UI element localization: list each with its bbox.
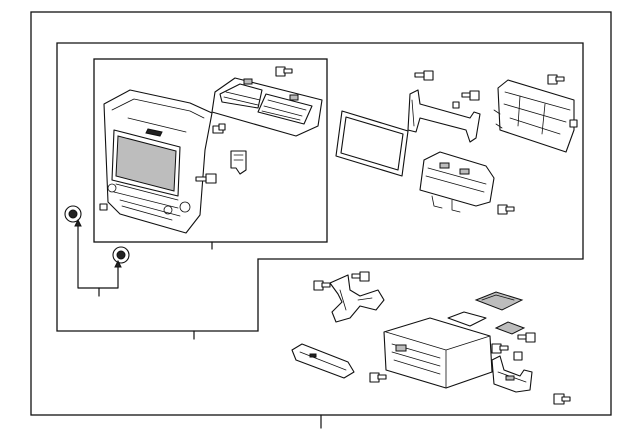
mounting-bracket-left [329,274,385,323]
display-screen [335,110,409,177]
control-knob [112,246,130,264]
small-clip [99,203,108,211]
screw-bolt [313,280,331,291]
air-vent-assembly [211,77,323,137]
screw-bolt [369,372,387,383]
knob-callout-leader [74,218,122,297]
screw-bolt [491,343,509,354]
screw-bolt [517,332,536,343]
radio-bezel-panel [103,89,213,234]
slim-bracket [291,343,355,379]
bezel-clip [212,123,226,134]
screw-bolt [497,204,515,215]
control-knob [64,205,82,223]
screw-bolt [547,74,565,85]
climate-control-unit [419,151,495,213]
screw-bolt [195,173,217,184]
plate-card [447,311,487,327]
screw-bolt [553,393,571,405]
plate-card [474,291,524,311]
unit-housing [493,79,575,153]
screw-bolt [351,271,370,282]
screw-bolt [414,70,434,81]
assembly-boundary [56,42,584,332]
screw-bolt [461,90,480,101]
screw-bolt [275,66,293,77]
screw-bolt [569,119,578,128]
mounting-bracket-right [491,355,533,393]
screw-bolt [513,351,523,361]
bracket-small [230,150,247,175]
navigation-unit [383,317,493,389]
plate-card [494,321,526,335]
display-subassembly-box [93,58,328,243]
display-bracket [407,89,481,143]
screw-bolt [452,101,460,109]
